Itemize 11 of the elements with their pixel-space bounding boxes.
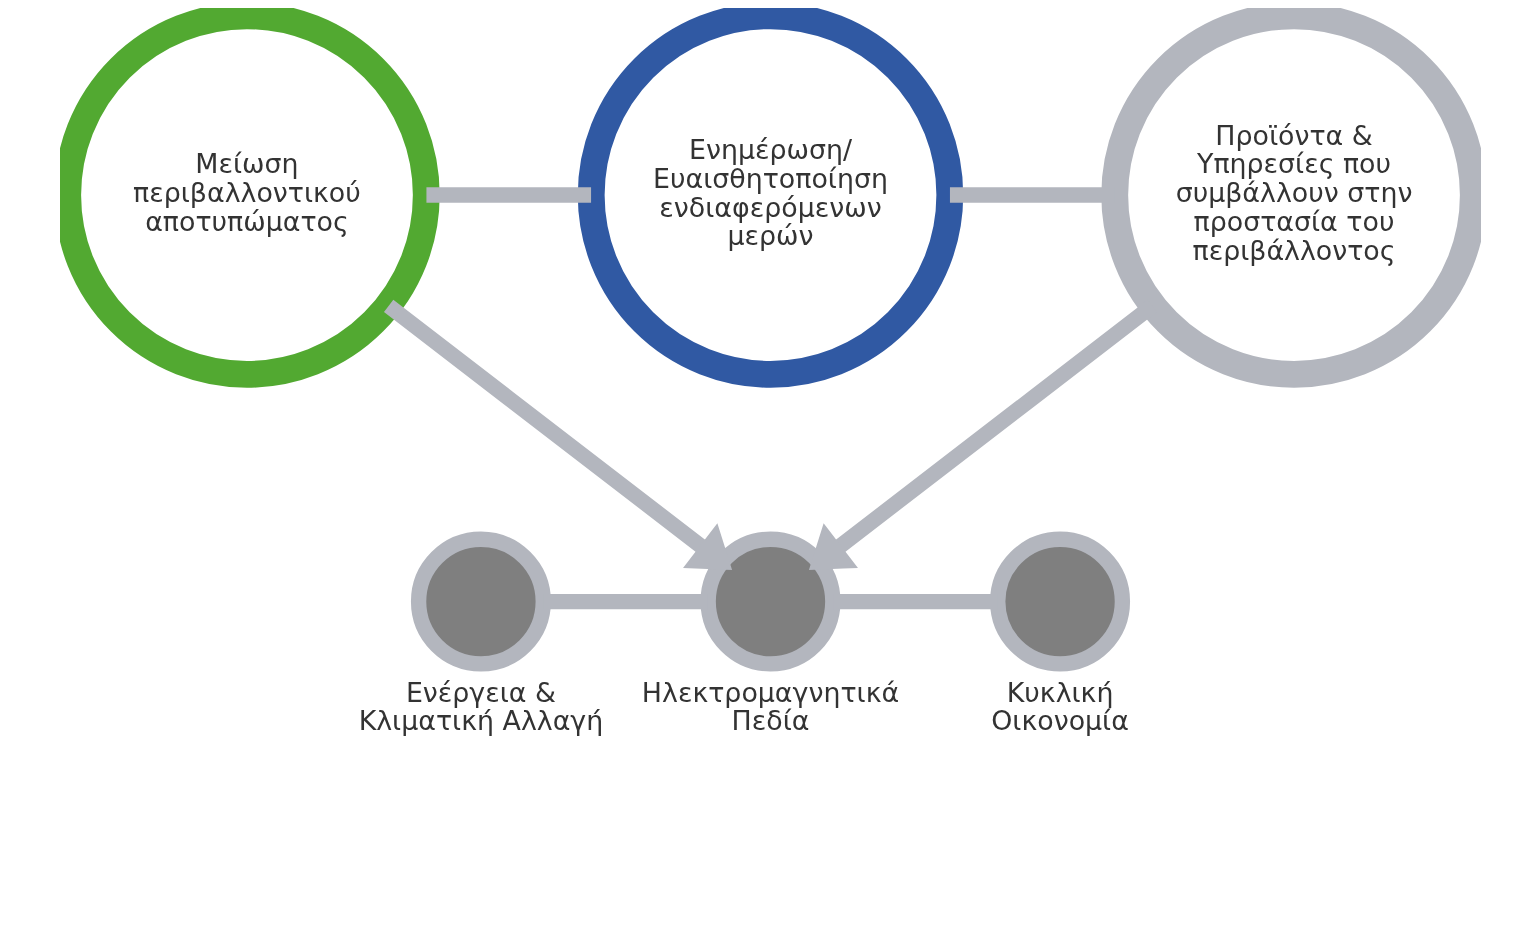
arrow [383, 299, 732, 571]
node-circle: Προϊόντα & Υπηρεσίες που συμβάλλουν στην προστασία του περιβάλλοντος [1100, 8, 1481, 388]
node-circle: Ενημέρωση/ Ευαισθητοποίηση ενδιαφερόμενων μερών [577, 8, 963, 388]
node-label: Ηλεκτρομαγνητικά Πεδία [641, 676, 899, 737]
node-circle [700, 531, 840, 672]
node-circle [989, 531, 1130, 672]
node-circle: Μείωση περιβαλλοντικού αποτυπώματος [59, 8, 440, 388]
node-circle [410, 531, 551, 672]
node-label: Κυκλική Οικονομία [990, 676, 1129, 737]
connector [425, 187, 591, 203]
node-label: Ενέργεια & Κλιματική Αλλαγή [358, 676, 603, 737]
